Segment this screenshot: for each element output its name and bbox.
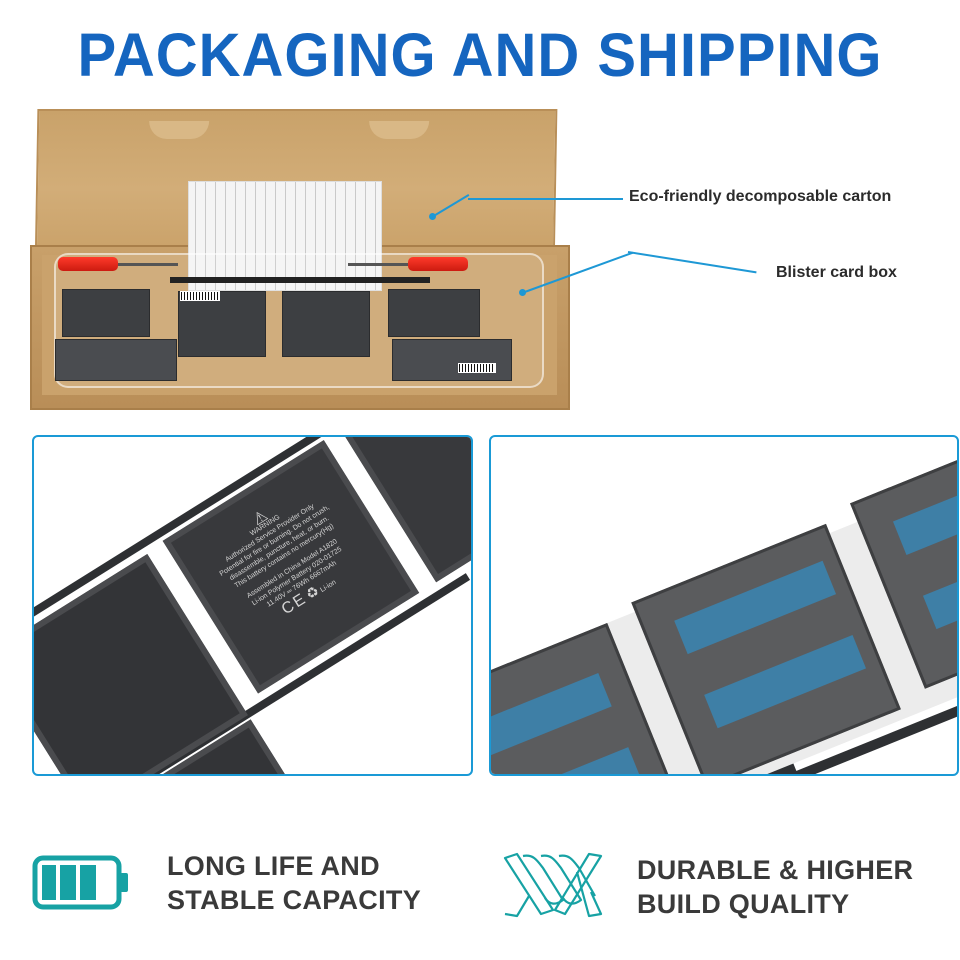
- battery-cell: [388, 289, 480, 337]
- screwdriver-shaft: [118, 263, 178, 266]
- battery-cell: [62, 289, 150, 337]
- feature-line: LONG LIFE AND: [167, 851, 380, 881]
- battery-icon: [32, 855, 130, 915]
- barcode-sticker: [180, 291, 220, 301]
- lid-notch: [368, 121, 430, 139]
- flex-cable: [170, 277, 430, 283]
- adhesive-strip: [491, 747, 642, 774]
- adhesive-strip: [491, 672, 612, 771]
- callout-line: [627, 251, 757, 274]
- battery-cell: [282, 291, 370, 357]
- adhesive-strip: [922, 535, 957, 630]
- feature-long-life: LONG LIFE AND STABLE CAPACITY: [167, 849, 421, 917]
- battery-cell: [55, 339, 177, 381]
- li-ion-label: Li-ion: [319, 578, 338, 594]
- screwdriver-icon: [408, 257, 468, 271]
- feature-line: BUILD QUALITY: [637, 889, 850, 919]
- page-title: PACKAGING AND SHIPPING: [77, 21, 883, 90]
- adhesive-strip: [704, 634, 867, 729]
- packaging-photo: [30, 105, 595, 415]
- feature-line: DURABLE & HIGHER: [637, 855, 914, 885]
- callout-eco-carton: Eco-friendly decomposable carton: [629, 188, 892, 205]
- battery-cell: [178, 291, 266, 357]
- twisted-wire-icon: [503, 852, 603, 923]
- battery-label-closeup-panel: ⚠ WARNING Authorized Service Provider On…: [32, 435, 473, 776]
- screwdriver-shaft: [348, 263, 408, 266]
- callout-line: [468, 198, 623, 200]
- battery-cells-closeup-panel: [489, 435, 959, 776]
- barcode-sticker: [458, 363, 496, 373]
- adhesive-strip: [892, 461, 957, 555]
- screwdriver-icon: [58, 257, 118, 271]
- adhesive-strip: [674, 560, 837, 655]
- feature-line: STABLE CAPACITY: [167, 885, 421, 915]
- feature-durable: DURABLE & HIGHER BUILD QUALITY: [637, 853, 913, 921]
- battery-cell: [392, 339, 512, 381]
- lid-notch: [148, 121, 210, 139]
- callout-blister-box: Blister card box: [776, 264, 897, 281]
- instruction-leaflet: [188, 181, 382, 291]
